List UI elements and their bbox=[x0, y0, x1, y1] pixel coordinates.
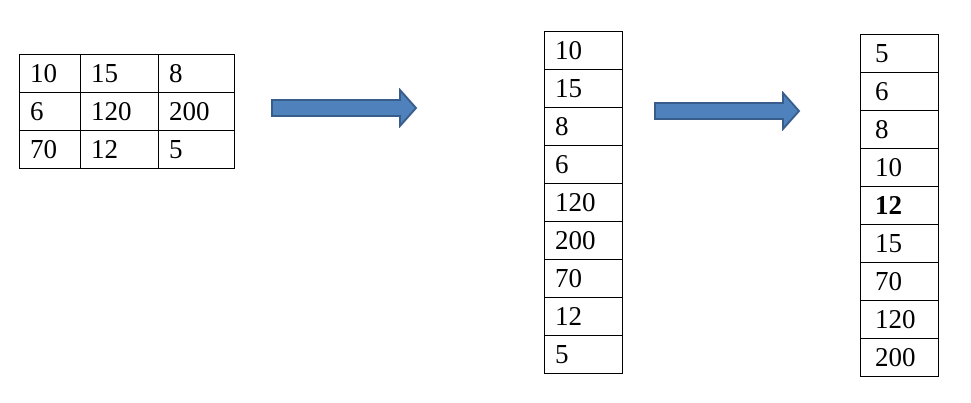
flattened-cell: 5 bbox=[544, 335, 623, 374]
flattened-cell: 120 bbox=[544, 183, 623, 222]
sorted-cell: 6 bbox=[860, 72, 939, 111]
median-cell: 12 bbox=[860, 186, 939, 225]
matrix-cell: 70 bbox=[19, 130, 81, 169]
flattened-cell: 8 bbox=[544, 107, 623, 146]
matrix-cell: 15 bbox=[80, 54, 159, 93]
matrix-cell: 5 bbox=[158, 130, 235, 169]
flattened-cell: 6 bbox=[544, 145, 623, 184]
sorted-cell: 120 bbox=[860, 300, 939, 339]
matrix-cell: 8 bbox=[158, 54, 235, 93]
right-arrow-icon bbox=[654, 91, 801, 131]
right-arrow-icon bbox=[271, 88, 418, 128]
flattened-cell: 200 bbox=[544, 221, 623, 260]
sorted-cell: 200 bbox=[860, 338, 939, 377]
flattened-cell: 15 bbox=[544, 69, 623, 108]
flattened-cell: 10 bbox=[544, 31, 623, 70]
matrix-cell: 120 bbox=[80, 92, 159, 131]
sorted-cell: 8 bbox=[860, 110, 939, 149]
sorted-cell: 70 bbox=[860, 262, 939, 301]
matrix-table: 10 15 8 6 120 200 70 12 5 bbox=[19, 54, 235, 169]
flattened-column-table: 10 15 8 6 120 200 70 12 5 bbox=[544, 31, 623, 374]
matrix-cell: 6 bbox=[19, 92, 81, 131]
flattened-cell: 70 bbox=[544, 259, 623, 298]
sorted-cell: 15 bbox=[860, 224, 939, 263]
sorted-cell: 5 bbox=[860, 34, 939, 73]
arrow-shape bbox=[271, 88, 418, 128]
matrix-cell: 200 bbox=[158, 92, 235, 131]
matrix-row: 6 120 200 bbox=[19, 92, 235, 131]
arrow-shape bbox=[654, 91, 801, 131]
sorted-cell: 10 bbox=[860, 148, 939, 187]
flattened-cell: 12 bbox=[544, 297, 623, 336]
matrix-cell: 12 bbox=[80, 130, 159, 169]
matrix-row: 10 15 8 bbox=[19, 54, 235, 93]
sorted-column-table: 5 6 8 10 12 15 70 120 200 bbox=[860, 34, 939, 377]
matrix-row: 70 12 5 bbox=[19, 130, 235, 169]
matrix-cell: 10 bbox=[19, 54, 81, 93]
